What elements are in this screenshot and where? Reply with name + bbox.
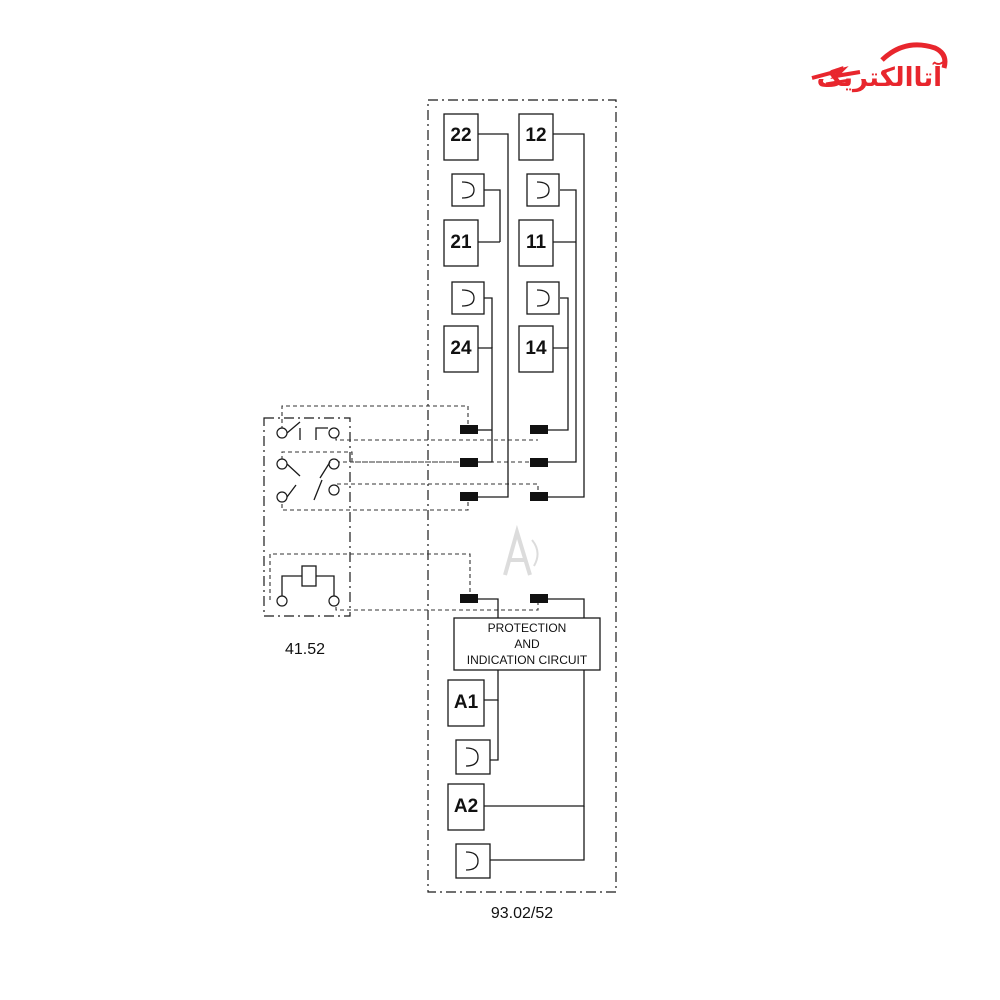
relay-coil [276, 565, 340, 607]
svg-text:A1: A1 [454, 692, 479, 713]
terminal-21: 21 [443, 219, 479, 267]
socket-module-outline [427, 99, 617, 893]
clamp-symbols [451, 173, 560, 879]
protection-circuit-box: PROTECTION AND INDICATION CIRCUIT [453, 617, 601, 671]
relay-contacts [276, 421, 340, 503]
watermark-icon [503, 524, 539, 576]
svg-text:A2: A2 [454, 796, 478, 817]
relay-module-outline [263, 417, 351, 617]
svg-text:INDICATION CIRCUIT: INDICATION CIRCUIT [467, 653, 588, 667]
terminal-a1: A1 [447, 679, 485, 727]
socket-wiring [478, 133, 585, 861]
terminal-24: 24 [443, 325, 479, 373]
socket-model-label: 93.02/52 [491, 905, 553, 922]
svg-text:14: 14 [525, 338, 547, 359]
svg-text:AND: AND [514, 637, 540, 651]
svg-text:PROTECTION: PROTECTION [488, 621, 567, 635]
brand-logo: آتاالکتریک [811, 42, 948, 93]
terminal-blocks [460, 425, 548, 603]
terminal-12: 12 [518, 113, 554, 161]
svg-text:21: 21 [450, 232, 472, 253]
relay-model-label: 41.52 [285, 641, 325, 658]
svg-text:22: 22 [450, 125, 471, 146]
logo-text: آتاالکتریک [817, 61, 943, 93]
svg-text:24: 24 [450, 338, 472, 359]
terminal-14: 14 [518, 325, 554, 373]
svg-text:11: 11 [526, 232, 547, 253]
terminal-22: 22 [443, 113, 479, 161]
terminal-a2: A2 [447, 783, 485, 831]
terminal-11: 11 [518, 219, 554, 267]
svg-text:12: 12 [525, 125, 546, 146]
